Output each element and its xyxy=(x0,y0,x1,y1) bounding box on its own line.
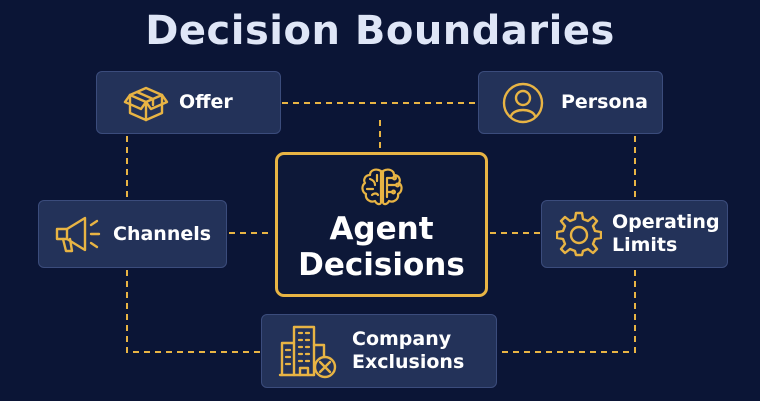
operating-limits-text: Operating Limits xyxy=(612,211,720,257)
brain-icon xyxy=(360,167,404,207)
node-company-exclusions: Company Exclusions xyxy=(261,314,497,388)
box-icon xyxy=(113,81,179,125)
node-operating-limits: Operating Limits xyxy=(541,200,728,268)
node-offer: Offer xyxy=(96,71,281,134)
node-channels: Channels xyxy=(38,200,227,268)
connector-channels-exclusions xyxy=(126,270,262,353)
company-exclusions-line1: Company xyxy=(352,328,452,350)
node-agent-decisions: Agent Decisions xyxy=(275,152,488,297)
company-exclusions-line2: Exclusions xyxy=(352,351,465,373)
operating-limits-line1: Operating xyxy=(612,211,720,233)
operating-limits-line2: Limits xyxy=(612,234,678,256)
center-line2: Decisions xyxy=(298,246,465,283)
center-line1: Agent xyxy=(329,210,434,247)
node-persona: Persona xyxy=(478,71,663,134)
building-exclusion-icon xyxy=(274,323,344,379)
megaphone-icon xyxy=(51,213,109,255)
company-exclusions-text: Company Exclusions xyxy=(352,328,464,374)
person-icon xyxy=(493,81,553,125)
offer-label: Offer xyxy=(179,91,233,113)
connector-limits-exclusions xyxy=(497,270,636,353)
diagram-title: Decision Boundaries xyxy=(145,8,615,54)
channels-label: Channels xyxy=(113,222,212,245)
gear-icon xyxy=(552,211,606,257)
persona-label: Persona xyxy=(561,91,648,113)
